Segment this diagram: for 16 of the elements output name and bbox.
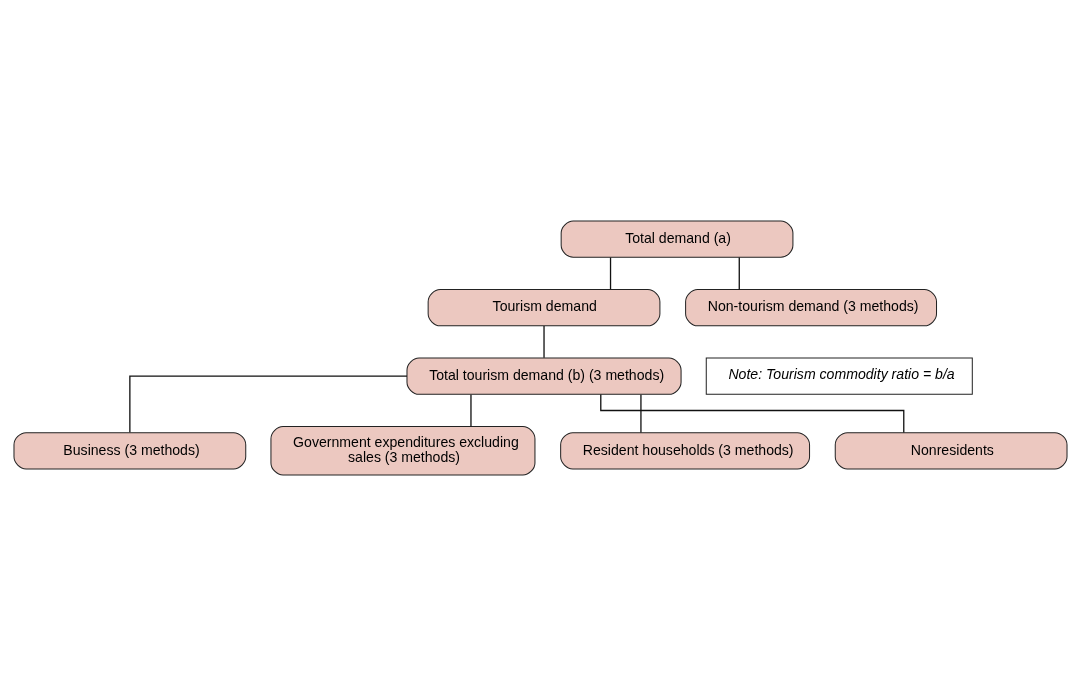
connector — [640, 393, 642, 433]
node-box: Non-tourism demand (3 methods) — [685, 288, 938, 326]
node-box: Business (3 methods) — [13, 431, 247, 469]
node-box: Total demand (a) — [560, 220, 794, 258]
connector — [470, 393, 472, 427]
connector — [609, 256, 612, 290]
node-box: Note: Tourism commodity ratio = b/a — [705, 357, 973, 395]
node-box: Government expenditures excluding sales (3 methods) — [270, 425, 536, 475]
connector — [738, 256, 740, 290]
node-box: Total tourism demand (b) (3 methods) — [406, 357, 682, 395]
connector — [543, 324, 545, 358]
connector — [600, 393, 905, 433]
connector — [129, 375, 408, 433]
node-box: Nonresidents — [834, 431, 1068, 469]
node-box: Resident households (3 methods) — [560, 431, 811, 469]
node-box: Tourism demand — [427, 288, 661, 326]
